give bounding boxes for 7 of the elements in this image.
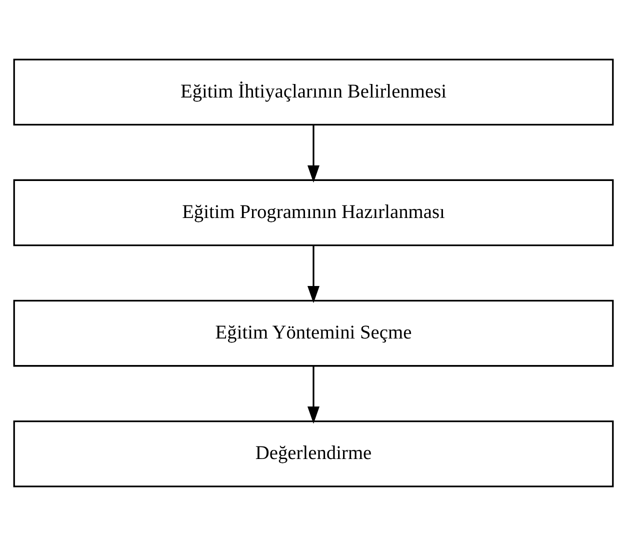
node-box: Eğitim Yöntemini Seçme bbox=[13, 300, 614, 367]
node-box: Eğitim Programının Hazırlanması bbox=[13, 179, 614, 246]
arrow bbox=[307, 246, 320, 304]
node-box: Eğitim İhtiyaçlarının Belirlenmesi bbox=[13, 58, 614, 126]
arrow bbox=[307, 125, 320, 183]
node-box: Değerlendirme bbox=[13, 420, 614, 488]
arrow bbox=[307, 366, 320, 424]
